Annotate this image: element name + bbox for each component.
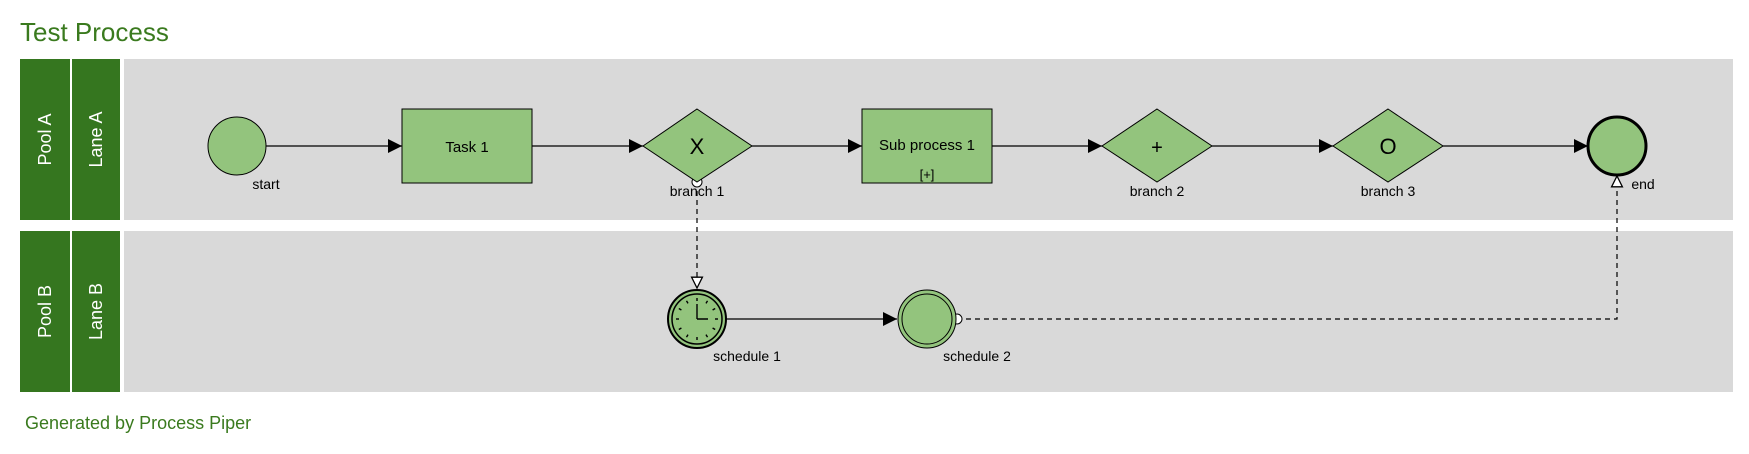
schedule-2-event: schedule 2 (897, 289, 1011, 364)
schedule-1-caption: schedule 1 (713, 348, 781, 364)
pool-a-header (20, 59, 70, 220)
branch-2-caption: branch 2 (1130, 183, 1185, 199)
lane-b-label: Lane B (86, 283, 106, 340)
start-event: start (207, 116, 280, 192)
branch-3-gateway: O branch 3 (1332, 108, 1444, 199)
task-1: Task 1 (401, 108, 533, 184)
branch-2-symbol: + (1151, 137, 1163, 159)
clock-tick (685, 334, 689, 338)
sub-process-1-box (861, 108, 993, 184)
branch-1-caption: branch 1 (670, 183, 725, 199)
clock-tick (705, 300, 709, 304)
sub-process-1-expand-marker: [+] (920, 167, 935, 182)
schedule-1-inner-ring (671, 293, 723, 345)
end-event-circle (1586, 115, 1648, 177)
branch-1-symbol: X (690, 134, 705, 159)
schedule-2-caption: schedule 2 (943, 348, 1011, 364)
branch-2-diamond (1101, 108, 1213, 183)
branch-1-gateway: X branch 1 (642, 108, 753, 199)
end-event: end (1586, 115, 1655, 192)
schedule-2-outer-ring (897, 289, 957, 349)
clock-tick (678, 327, 682, 331)
pool-b-label: Pool B (35, 285, 55, 338)
branch-3-symbol: O (1379, 134, 1396, 159)
branch-1-diamond (642, 108, 753, 183)
lane-a-header (72, 59, 120, 220)
clock-tick (712, 327, 716, 331)
sequence-flows (266, 139, 1588, 326)
task-1-box (401, 108, 533, 184)
start-event-circle (207, 116, 267, 176)
end-event-caption: end (1631, 176, 1654, 192)
clock-tick (712, 307, 716, 311)
footer-credit: Generated by Process Piper (25, 413, 252, 433)
clock-tick (678, 307, 682, 311)
pool-b: Pool B Lane B (20, 231, 1733, 392)
sub-process-1-label: Sub process 1 (879, 137, 975, 154)
clock-hands (696, 304, 708, 320)
pool-a-label: Pool A (35, 113, 55, 165)
start-event-caption: start (252, 176, 279, 192)
clock-tick (685, 300, 689, 304)
message-schedule2-end (957, 176, 1617, 319)
lane-b-header (72, 231, 120, 392)
branch-3-caption: branch 3 (1361, 183, 1416, 199)
schedule-1-timer-event: schedule 1 (667, 289, 781, 364)
clock-tick (705, 334, 709, 338)
pool-b-header (20, 231, 70, 392)
sub-process-1: Sub process 1 [+] (861, 108, 993, 184)
clock-icon (676, 298, 718, 340)
schedule-2-inner-ring (901, 293, 953, 345)
task-1-label: Task 1 (445, 139, 488, 156)
lane-a-label: Lane A (86, 111, 106, 167)
branch-3-diamond (1332, 108, 1444, 183)
branch-2-gateway: + branch 2 (1101, 108, 1213, 199)
message-flows (697, 176, 1617, 319)
page-title: Test Process (20, 17, 169, 47)
